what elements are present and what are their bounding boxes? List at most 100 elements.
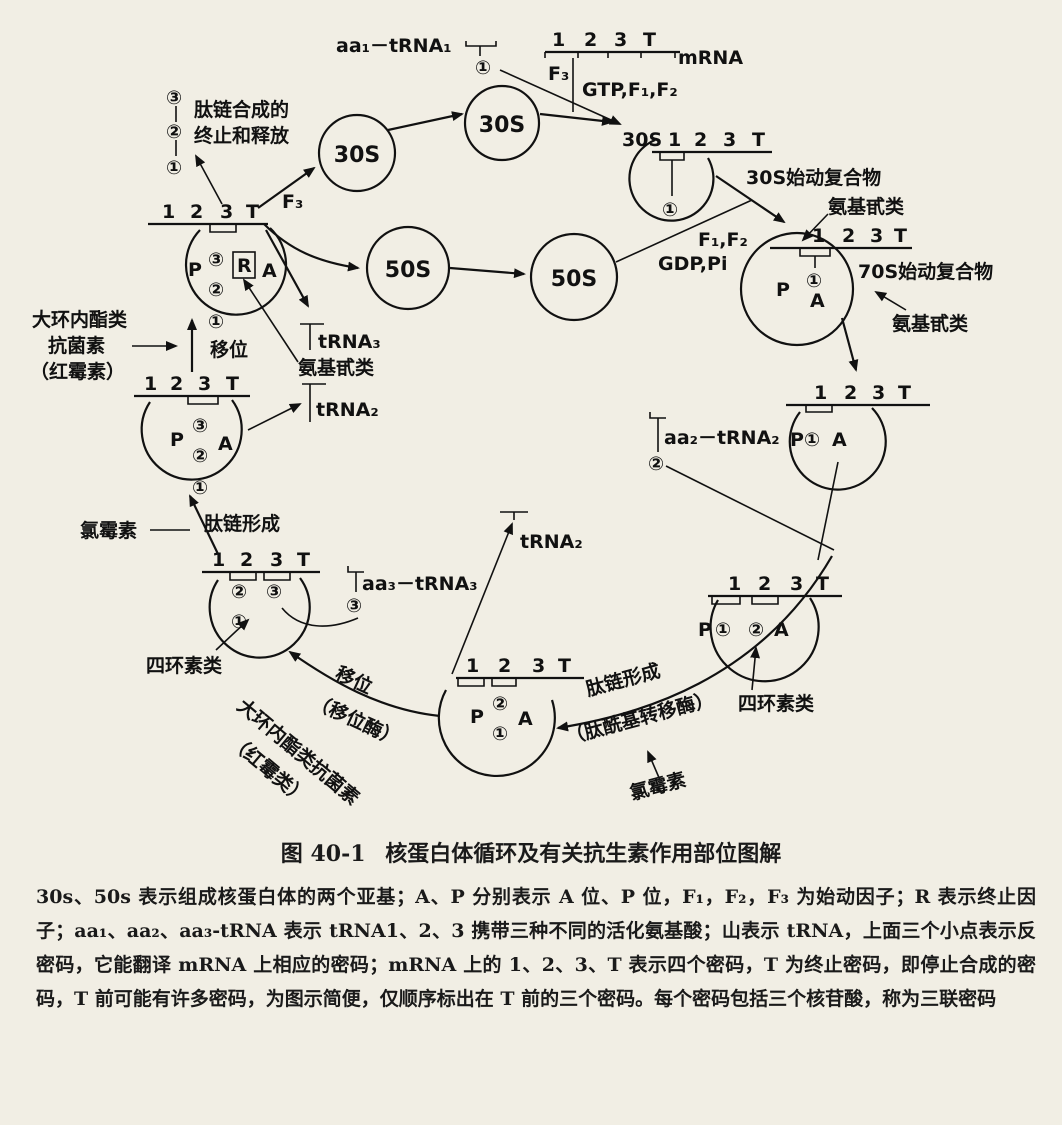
termination-factor-box	[232, 251, 256, 279]
term-circle-2: ②	[166, 121, 182, 143]
bl-codon-t: T	[297, 549, 310, 571]
l-site-a: A	[218, 433, 233, 455]
trna2-label-bottom: tRNA₂	[520, 531, 583, 553]
bot-circle-2: ②	[492, 693, 508, 715]
lr-codon-1: 1	[728, 573, 741, 595]
peptidyl-transferase-label: （肽酰基转移酶）	[563, 687, 716, 749]
bl-circle-3: ③	[266, 581, 282, 603]
complex-30s-label: 30S	[622, 129, 662, 151]
c30-circle-1: ①	[662, 199, 678, 221]
peptide-formation-label-bottom: 肽链形成	[583, 659, 662, 701]
aa1-trna1-label: aa₁－tRNA₁	[336, 35, 452, 57]
translocation-label-bottom: 移位	[332, 662, 376, 699]
aa2-trna2-label: aa₂－tRNA₂	[664, 427, 780, 449]
tl-factor-r: R	[237, 255, 252, 277]
rr-codon-1: 1	[814, 382, 827, 404]
aminoglycoside-left-label: 氨基甙类	[298, 356, 374, 379]
c30-codon-3: 3	[723, 129, 736, 151]
aminoglycoside-right-label: 氨基甙类	[892, 312, 968, 335]
subunit-30s-top-label: 30S	[479, 113, 525, 138]
bl-codon-2: 2	[240, 549, 253, 571]
mrna-label: mRNA	[678, 47, 743, 69]
tl-codon-3: 3	[220, 201, 233, 223]
f1-f2-label: F₁,F₂	[698, 229, 748, 251]
c70-site-p: P	[776, 279, 790, 301]
c70-codon-2: 2	[842, 225, 855, 247]
tl-site-p: P	[188, 259, 202, 281]
translocation-enzyme-label: （移位酶）	[308, 690, 404, 751]
tetracycline-left-label: 四环素类	[146, 654, 222, 677]
subunit-50s-right	[529, 232, 619, 322]
complex-70s-body	[739, 231, 855, 347]
c70-codon-t: T	[894, 225, 907, 247]
aa3-trna3-label: aa₃－tRNA₃	[362, 573, 478, 595]
ribosome-left-body	[140, 399, 243, 481]
subunit-50s-left	[365, 225, 451, 311]
tl-codon-t: T	[246, 201, 259, 223]
bot-codon-2: 2	[498, 655, 511, 677]
aa3-circle-3: ③	[346, 595, 362, 617]
lr-circle-2: ②	[748, 619, 764, 641]
tl-circle-3: ③	[208, 249, 224, 271]
tl-circle-1: ①	[208, 311, 224, 333]
l-codon-3: 3	[198, 373, 211, 395]
c30-codon-2: 2	[694, 129, 707, 151]
gdp-pi-label: GDP,Pi	[658, 253, 727, 275]
bot-circle-1: ①	[492, 723, 508, 745]
bl-circle-1: ①	[231, 611, 247, 633]
bl-codon-1: 1	[212, 549, 225, 571]
lr-codon-3: 3	[790, 573, 803, 595]
f3-left-label: F₃	[282, 191, 303, 213]
gtp-f1-f2-label: GTP,F₁,F₂	[582, 79, 678, 101]
trna2-label-left: tRNA₂	[316, 399, 379, 421]
lr-codon-2: 2	[758, 573, 771, 595]
l-site-p: P	[170, 429, 184, 451]
top-codon-2: 2	[584, 29, 597, 51]
figure-description: 30s、50s 表示组成核蛋白体的两个亚基；A、P 分别表示 A 位、P 位，F…	[36, 880, 1036, 1016]
figure-title: 核蛋白体循环及有关抗生素作用部位图解	[385, 841, 782, 867]
lr-circle-1: ①	[715, 619, 731, 641]
l-codon-t: T	[226, 373, 239, 395]
ribosome-right-body	[788, 407, 887, 491]
bot-site-a: A	[518, 708, 533, 730]
chloramphenicol-left-label: 氯霉素	[80, 519, 137, 542]
subunit-50s-right-label: 50S	[551, 267, 597, 292]
subunit-30s-left-label: 30S	[334, 143, 380, 168]
bot-codon-3: 3	[532, 655, 545, 677]
aa1-circle-1: ①	[475, 57, 491, 79]
lr-site-p: P	[698, 619, 712, 641]
term-circle-1: ①	[166, 157, 182, 179]
init-complex-70s-label: 70S始动复合物	[858, 260, 993, 283]
ribosome-top-left-body	[184, 227, 288, 316]
subunit-50s-left-label: 50S	[385, 258, 431, 283]
bl-circle-2: ②	[231, 581, 247, 603]
term-circle-3: ③	[166, 87, 182, 109]
c30-codon-1: 1	[668, 129, 681, 151]
subunit-30s-top	[463, 84, 541, 162]
macrolide-label-2: 抗菌素	[48, 334, 105, 357]
macrolide-label-1: 大环内酯类	[32, 308, 127, 331]
ribosome-cycle-diagram: 30S 30S 50S 50S aa₁－tRNA₁ ① 1 2 3 T mRNA…	[30, 29, 993, 810]
c70-site-a: A	[810, 290, 825, 312]
tetracycline-right-label: 四环素类	[738, 692, 814, 715]
rr-codon-2: 2	[844, 382, 857, 404]
rr-site-a: A	[832, 429, 847, 451]
ribosome-bottom-left-body	[208, 577, 311, 659]
tl-codon-1: 1	[162, 201, 175, 223]
c70-codon-1: 1	[812, 225, 825, 247]
termination-label-2: 终止和释放	[194, 124, 290, 147]
rr-circle-1: ①	[804, 429, 820, 451]
termination-label-1: 肽链合成的	[194, 98, 289, 121]
ribosome-bottom-body	[437, 689, 556, 777]
c70-codon-3: 3	[870, 225, 883, 247]
bl-codon-3: 3	[270, 549, 283, 571]
c70-circle-1: ①	[806, 270, 822, 292]
tl-site-a: A	[262, 260, 277, 282]
figure-number: 图 40-1	[280, 841, 366, 867]
tl-circle-2: ②	[208, 279, 224, 301]
bot-site-p: P	[470, 706, 484, 728]
l-circle-2: ②	[192, 445, 208, 467]
init-complex-30s-label: 30S始动复合物	[746, 166, 881, 189]
l-codon-1: 1	[144, 373, 157, 395]
l-codon-2: 2	[170, 373, 183, 395]
